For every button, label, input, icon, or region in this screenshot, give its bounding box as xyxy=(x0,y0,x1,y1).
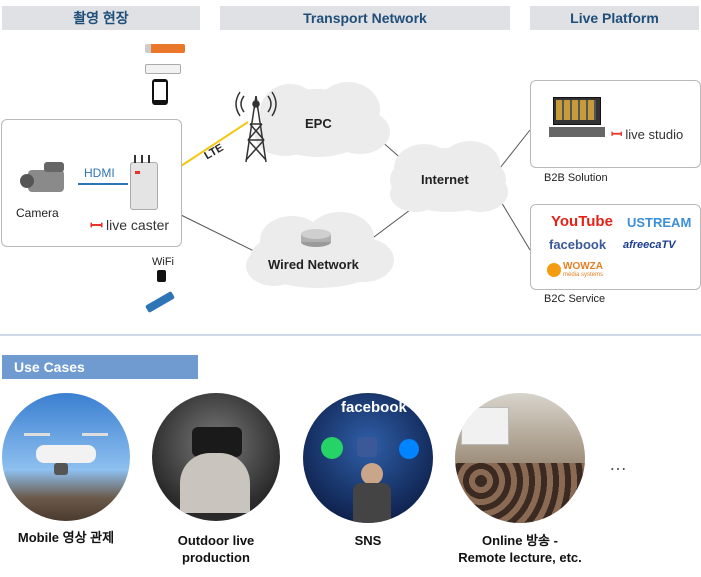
youtube-logo: YouTube xyxy=(551,213,613,230)
wifi-adapter-icon xyxy=(157,270,166,282)
whatsapp-icon xyxy=(321,437,343,459)
messenger-icon xyxy=(399,439,419,459)
facebook-logo: facebook xyxy=(549,237,607,252)
ustream-logo: USTREAM xyxy=(627,215,692,230)
afreecatv-logo: afreecaTV xyxy=(623,239,676,251)
hdmi-cable xyxy=(78,183,128,185)
tower-icon xyxy=(235,91,277,163)
sk-logo-icon: ꟷ xyxy=(611,126,623,142)
router-icon xyxy=(301,229,331,247)
epc-cloud xyxy=(255,82,390,157)
camera-label: Camera xyxy=(16,206,59,220)
live-studio-logo: ꟷ live studio xyxy=(611,126,684,142)
usecase-label-mobile: Mobile 영상 관제 xyxy=(17,530,115,545)
b2c-box: YouTube USTREAM facebook afreecaTV WOWZA… xyxy=(530,204,701,290)
wifi-label: WiFi xyxy=(152,256,174,268)
facebook-icon xyxy=(357,437,377,457)
wired-network-label: Wired Network xyxy=(268,257,359,272)
hdmi-label: HDMI xyxy=(84,166,115,180)
live-caster-logo: ꟷ live caster xyxy=(90,214,169,236)
lecture-image xyxy=(455,393,585,523)
usecase-label-online: Online 방송 - Remote lecture, etc. xyxy=(458,533,582,565)
outdoor-production-image xyxy=(152,393,280,521)
b2b-box: ꟷ live studio xyxy=(530,80,701,168)
use-cases-title: Use Cases xyxy=(2,355,198,379)
wowza-sub: media systems xyxy=(563,272,604,278)
epc-label: EPC xyxy=(305,116,332,131)
sns-image: facebook xyxy=(303,393,433,523)
usecase-label-sns: SNS xyxy=(354,533,382,548)
usb-dongle-icon xyxy=(145,44,185,53)
caster-device-icon xyxy=(130,155,158,210)
camera-icon xyxy=(20,160,72,196)
usecase-label-outdoor: Outdoor live production xyxy=(177,533,255,565)
header-transport: Transport Network xyxy=(220,6,510,30)
header-site: 촬영 현장 xyxy=(2,6,200,30)
usb-dongle-white-icon xyxy=(145,64,181,74)
b2b-label: B2B Solution xyxy=(544,172,608,184)
more-ellipsis: … xyxy=(609,454,627,474)
b2c-label: B2C Service xyxy=(544,293,606,305)
site-box: Camera HDMI ꟷ live caster xyxy=(1,119,182,247)
internet-cloud xyxy=(390,141,508,212)
header-platform: Live Platform xyxy=(530,6,699,30)
wowza-logo: WOWZA xyxy=(563,261,603,272)
wired-cloud xyxy=(246,212,394,288)
sk-logo-icon: ꟷ xyxy=(90,218,104,235)
studio-console-icon xyxy=(549,97,605,137)
wowza-logo-icon xyxy=(547,263,561,277)
smartphone-icon xyxy=(152,79,168,105)
sns-image-text: facebook xyxy=(341,399,407,416)
internet-label: Internet xyxy=(421,172,469,187)
drone-image xyxy=(2,393,130,521)
